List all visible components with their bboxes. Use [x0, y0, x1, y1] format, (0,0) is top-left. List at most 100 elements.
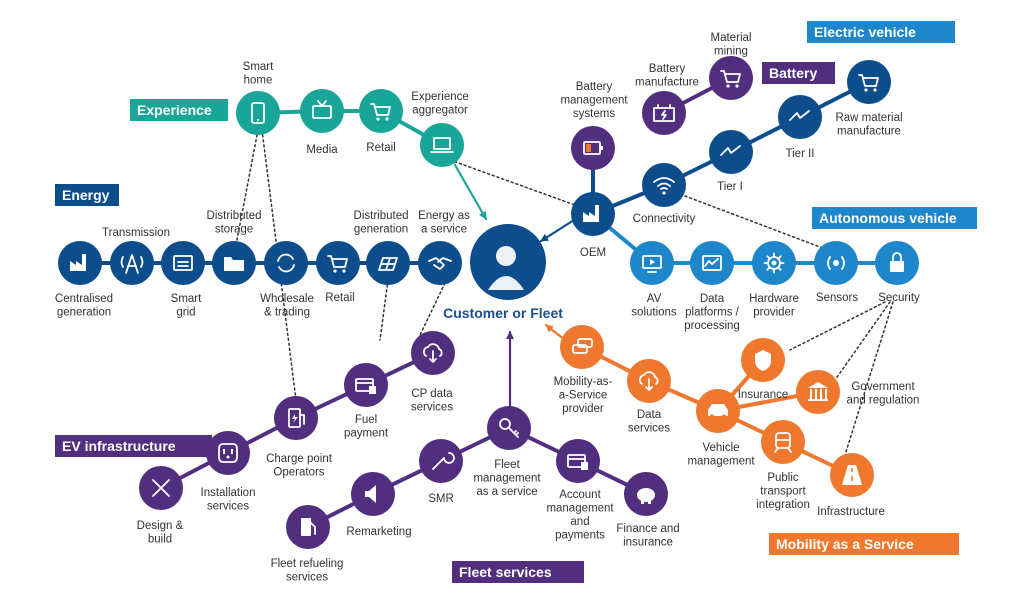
node-smr [419, 439, 463, 483]
tools-icon [152, 479, 170, 497]
node-security [875, 241, 919, 285]
node-charge-point-operators [274, 396, 318, 440]
dotted-link [449, 159, 576, 206]
node-fuel-payment [344, 363, 388, 407]
folder-icon [224, 257, 244, 271]
node-smart-home [236, 91, 280, 135]
key-icon [499, 418, 519, 438]
badge-electric-vehicle: Electric vehicle [807, 21, 955, 43]
node-distributed-generation [366, 241, 410, 285]
sensor-icon [827, 256, 845, 270]
node-label-retail-energy: Retail [325, 292, 354, 304]
node-battery-management-systems [571, 126, 615, 170]
node-label-tier-one: Tier I [717, 181, 743, 193]
charger-icon [288, 408, 305, 428]
node-installation-services [206, 431, 250, 475]
node-circles [58, 56, 919, 549]
node-retail-exp [359, 89, 403, 133]
bank-icon [808, 382, 828, 401]
node-experience-aggregator [420, 123, 464, 167]
dotted-link [684, 195, 829, 251]
node-infrastructure [830, 453, 874, 497]
node-retail-energy [316, 241, 360, 285]
node-fleet-management [487, 406, 531, 450]
card-icon [355, 378, 376, 394]
node-transmission [110, 241, 154, 285]
cart-icon [327, 255, 348, 273]
arrow-to-center [453, 163, 488, 221]
badge-experience: Experience [130, 99, 228, 121]
grid-icon [173, 255, 193, 271]
cart-icon [370, 103, 391, 121]
factory-icon [583, 205, 599, 222]
tower-icon [120, 254, 144, 274]
node-fleet-refueling-services [286, 505, 330, 549]
badge-label: EV infrastructure [62, 438, 176, 454]
screen-icon [642, 255, 662, 273]
node-label-media: Media [306, 144, 338, 156]
dotted-link [419, 282, 446, 336]
bolt-icon [789, 110, 810, 121]
node-energy-as-a-service [418, 241, 462, 285]
lock-icon [890, 252, 904, 272]
node-vehicle-management [696, 389, 740, 433]
node-connectivity [642, 163, 686, 207]
tv-icon [312, 100, 332, 119]
solar-icon [378, 257, 398, 271]
node-account-management [556, 439, 600, 483]
badge-label: Battery [769, 65, 817, 81]
badge-label: Fleet services [459, 564, 552, 580]
cycle-icon [277, 253, 295, 273]
node-wholesale-trading [264, 241, 308, 285]
dotted-link [379, 279, 389, 341]
badge-label: Experience [137, 102, 212, 118]
node-label-oem: OEM [580, 247, 606, 259]
node-remarketing [351, 472, 395, 516]
laptop-icon [430, 137, 454, 153]
dotted-link [235, 129, 259, 246]
node-data-services [627, 359, 671, 403]
cart-icon [858, 74, 879, 92]
node-label-infrastructure: Infrastructure [817, 506, 885, 518]
bolt-icon [720, 145, 741, 156]
node-label-connectivity: Connectivity [633, 213, 696, 225]
node-label-smr: SMR [428, 493, 454, 505]
node-av-solutions [630, 241, 674, 285]
carbattery-icon [653, 104, 675, 122]
node-hardware-provider [752, 241, 796, 285]
node-material-mining [709, 56, 753, 100]
piggy-icon [637, 488, 655, 504]
node-design-build [139, 466, 183, 510]
phone-icon [251, 102, 265, 124]
chart-icon [702, 255, 722, 271]
train-icon [774, 432, 792, 453]
cars-icon [572, 338, 593, 354]
car-icon [708, 404, 728, 420]
node-label-wholesale-trading: Wholesale& trading [260, 293, 314, 319]
node-centralised-generation [58, 241, 102, 285]
factory-icon [70, 254, 86, 271]
node-label-design-build: Design &build [137, 520, 184, 546]
node-raw-material-manufacture [847, 60, 891, 104]
